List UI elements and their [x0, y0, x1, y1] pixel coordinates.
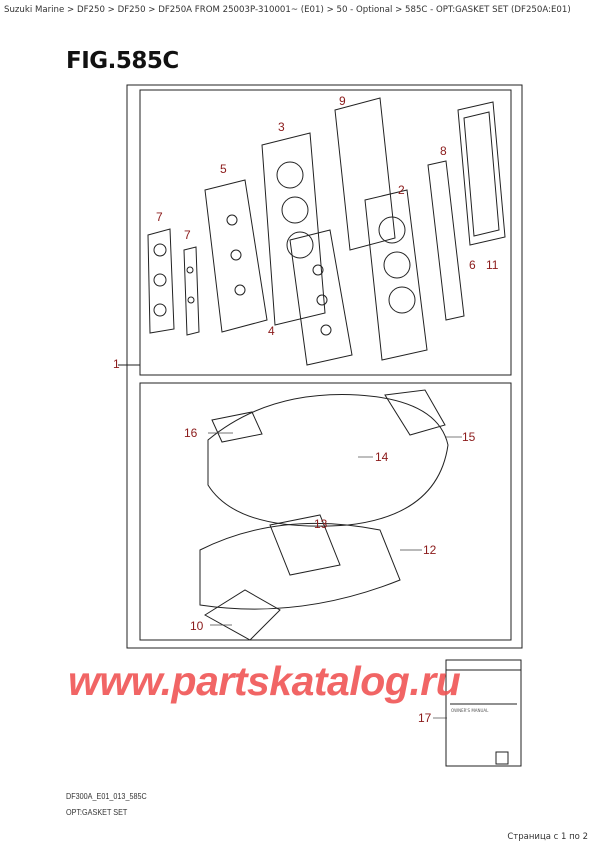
- gasket-cylinder-head-2: [364, 189, 428, 361]
- gasket-10: [204, 589, 281, 641]
- diagram-subtitle: OPT:GASKET SET: [66, 807, 128, 817]
- manual-title: OWNER'S MANUAL: [451, 708, 489, 713]
- gasket-head-cover-5: [204, 179, 268, 333]
- callout-6[interactable]: 6: [469, 258, 476, 272]
- gasket-8: [427, 160, 465, 321]
- callout-7b[interactable]: 7: [184, 228, 191, 242]
- gasket-crankcase-14: [207, 394, 449, 527]
- callout-11[interactable]: 11: [486, 258, 499, 272]
- diagram-code: DF300A_E01_013_585C: [66, 791, 147, 801]
- callout-14[interactable]: 14: [375, 450, 389, 464]
- callout-9[interactable]: 9: [339, 94, 346, 108]
- callout-5[interactable]: 5: [220, 162, 227, 176]
- callout-4[interactable]: 4: [268, 324, 275, 338]
- callout-1[interactable]: 1: [113, 357, 120, 371]
- gasket-16: [211, 411, 263, 443]
- gasket-exhaust-7a: [147, 228, 175, 334]
- callout-3[interactable]: 3: [278, 120, 285, 134]
- outer-frame: [126, 84, 523, 649]
- callout-10[interactable]: 10: [190, 619, 204, 633]
- callout-15[interactable]: 15: [462, 430, 476, 444]
- callout-7a[interactable]: 7: [156, 210, 163, 224]
- callout-17[interactable]: 17: [418, 711, 432, 725]
- gasket-cylinder-head-3: [261, 132, 326, 326]
- callout-2[interactable]: 2: [398, 183, 405, 197]
- gasket-exhaust-7b: [183, 246, 200, 336]
- callout-8[interactable]: 8: [440, 144, 447, 158]
- callout-16[interactable]: 16: [184, 426, 198, 440]
- gasket-head-cover-4: [289, 229, 353, 366]
- callout-12[interactable]: 12: [423, 543, 437, 557]
- lower-section-frame: [139, 382, 512, 641]
- breadcrumb[interactable]: Suzuki Marine > DF250 > DF250 > DF250A F…: [4, 5, 571, 15]
- owners-manual-17: [445, 659, 522, 767]
- upper-section-frame: [139, 89, 512, 376]
- watermark: www.partskatalog.ru: [68, 658, 461, 704]
- page-indicator: Страница с 1 по 2: [507, 832, 588, 842]
- callout-13[interactable]: 13: [314, 517, 328, 531]
- gasket-6-11: [457, 101, 506, 246]
- gasket-15: [384, 389, 446, 436]
- gasket-9: [334, 97, 396, 251]
- gasket-13: [269, 514, 341, 576]
- figure-title: FIG.585C: [66, 48, 179, 74]
- gasket-12: [199, 522, 401, 610]
